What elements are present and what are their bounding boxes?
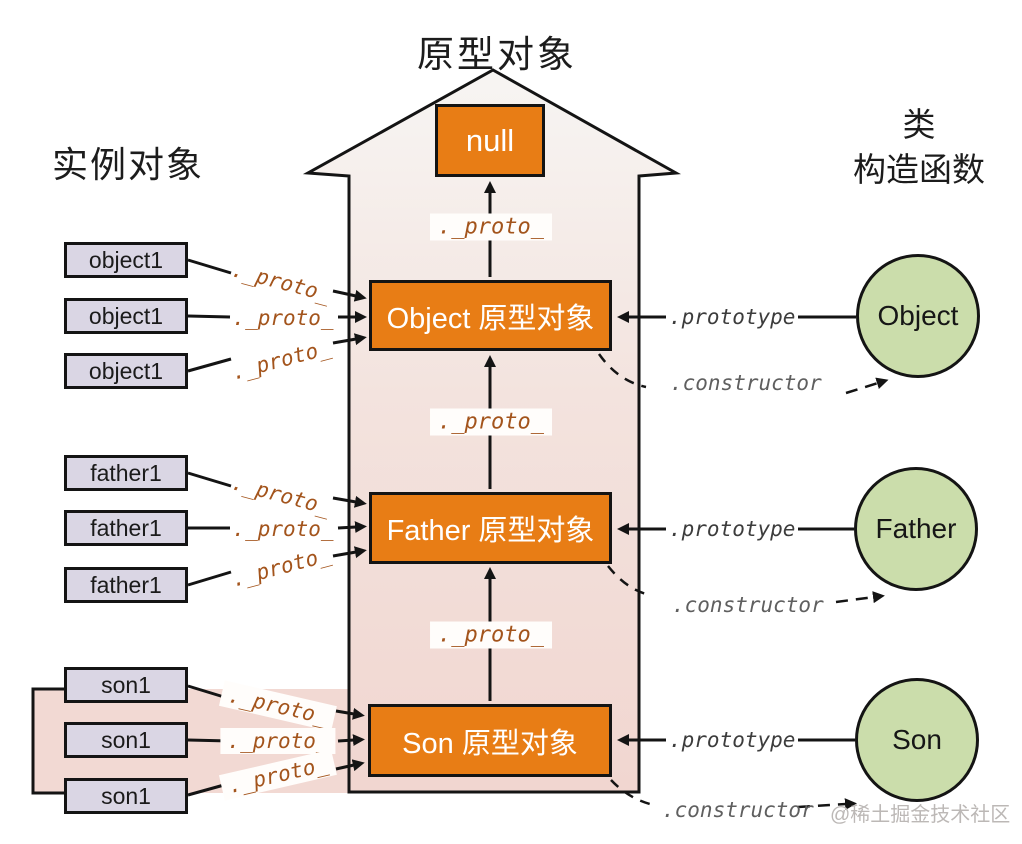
- chain-proto-label-father: ._proto_: [430, 621, 552, 649]
- constructor-dash-son-a: [610, 779, 651, 806]
- heading-class-line2: 构造函数: [853, 152, 985, 189]
- son1-line-3b: [335, 759, 365, 772]
- heading-class-constructors: 类 构造函数: [836, 104, 1002, 193]
- proto-label-object1-2: ._proto_: [232, 306, 334, 330]
- prototype-label-father: .prototype: [666, 517, 799, 541]
- null-box: null: [435, 104, 545, 177]
- object1-line-1a: [187, 258, 232, 275]
- father1-line-3a: [187, 570, 232, 587]
- proto-label-son1-2: ._proto_: [220, 728, 336, 754]
- heading-prototype-objects: 原型对象: [417, 35, 577, 76]
- constructor-label-object: .constructor: [670, 371, 822, 395]
- constructor-dash-object-a: [597, 353, 647, 389]
- object1-line-3b: [332, 333, 367, 346]
- constructor-circle-object: Object: [856, 254, 980, 378]
- constructor-dash-son-b: [797, 798, 857, 811]
- prototype-label-son: .prototype: [666, 728, 799, 752]
- son1-line-1b: [335, 707, 365, 720]
- chain-proto-label-null: ._proto_: [430, 213, 552, 241]
- chain-proto-label-object: ._proto_: [430, 408, 552, 436]
- instance-box-father1-3: father1: [64, 567, 188, 603]
- object1-line-1b: [332, 289, 367, 302]
- instance-box-son1-2: son1: [64, 722, 188, 758]
- constructor-circle-son: Son: [855, 678, 979, 802]
- constructor-label-father: .constructor: [672, 593, 824, 617]
- son-prototype-box: Son 原型对象: [368, 704, 612, 777]
- father1-line-2b: [337, 521, 367, 534]
- instance-box-object1-2: object1: [64, 298, 188, 334]
- father1-line-1a: [187, 471, 232, 488]
- object1-line-2a: [187, 314, 231, 319]
- instance-box-son1-3: son1: [64, 778, 188, 814]
- father-prototype-box: Father 原型对象: [369, 492, 612, 564]
- object-prototype-box: Object 原型对象: [369, 280, 612, 351]
- heading-class-line1: 类: [902, 108, 936, 144]
- son1-line-3a: [187, 783, 225, 797]
- watermark: @稀土掘金技术社区: [830, 804, 1011, 826]
- instance-box-object1-3: object1: [64, 353, 188, 389]
- son1-line-2b: [337, 734, 365, 747]
- son-group-bracket: [31, 687, 66, 795]
- constructor-circle-father: Father: [854, 467, 978, 591]
- instance-box-father1-2: father1: [64, 510, 188, 546]
- father1-line-3b: [332, 546, 367, 559]
- son1-line-1a: [187, 684, 225, 699]
- prototype-label-object: .prototype: [666, 305, 799, 329]
- constructor-dash-object-b: [845, 377, 889, 395]
- constructor-dash-father-b: [835, 591, 885, 604]
- instance-box-son1-1: son1: [64, 667, 188, 703]
- instance-box-object1-1: object1: [64, 242, 188, 278]
- father1-line-1b: [332, 495, 367, 508]
- constructor-label-son: .constructor: [662, 798, 814, 822]
- proto-label-father1-2: ._proto_: [232, 517, 334, 541]
- heading-instance-objects: 实例对象: [52, 145, 205, 185]
- instance-box-father1-1: father1: [64, 455, 188, 491]
- object1-line-3a: [187, 357, 232, 373]
- constructor-dash-father-a: [607, 565, 651, 597]
